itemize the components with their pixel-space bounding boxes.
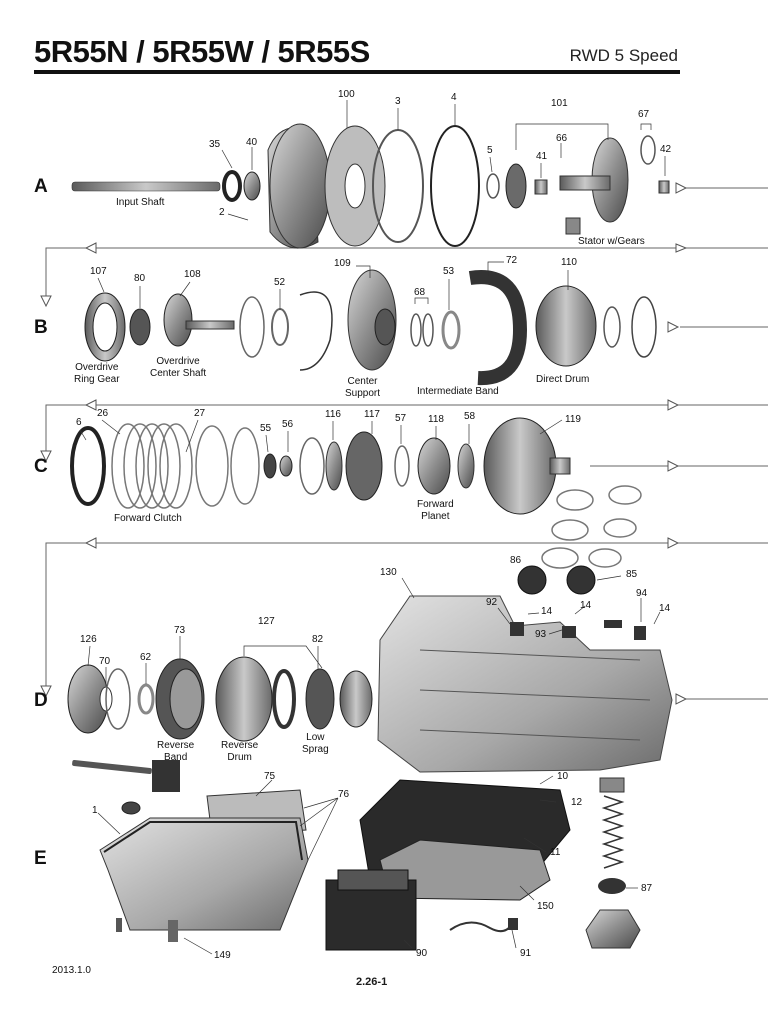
part-number: 12 (571, 797, 583, 808)
page-title: 5R55N / 5R55W / 5R55S (34, 34, 370, 69)
clutch-plates-stack (541, 485, 642, 569)
caption-intermediate-band: Intermediate Band (417, 386, 499, 397)
part-number: 14 (659, 603, 671, 614)
part-number: 2 (219, 207, 225, 218)
part-number: 66 (556, 133, 568, 144)
part-number: 6 (76, 417, 82, 428)
part-number: 14 (541, 606, 553, 617)
part-number: 87 (641, 883, 653, 894)
part-number: 126 (80, 634, 97, 645)
part-number: 27 (194, 408, 206, 419)
part-number: 109 (334, 258, 351, 269)
part-number: 116 (325, 409, 341, 420)
page-number: 2.26-1 (356, 976, 388, 988)
part-number: 149 (214, 950, 231, 961)
part-number: 86 (510, 555, 522, 566)
row-label-a: A (34, 176, 48, 197)
part-number: 101 (551, 98, 568, 109)
part-number: 68 (414, 287, 426, 298)
part-number: 117 (364, 409, 380, 420)
part-number: 82 (312, 634, 324, 645)
part-number: 26 (97, 408, 109, 419)
part-number: 92 (486, 597, 498, 608)
row-a-parts (71, 123, 670, 249)
part-number: 150 (537, 901, 554, 912)
caption-stator: Stator w/Gears (578, 236, 645, 247)
part-number: 73 (174, 625, 186, 636)
row-e-parts (99, 777, 641, 951)
part-number: 53 (443, 266, 455, 277)
row-label-e: E (34, 848, 47, 869)
part-number: 76 (338, 789, 350, 800)
row-label-b: B (34, 317, 48, 338)
part-number: 3 (395, 96, 401, 107)
part-number: 55 (260, 423, 272, 434)
part-number: 85 (626, 569, 638, 580)
part-number: 90 (416, 948, 428, 959)
part-number: 4 (451, 92, 457, 103)
page-subtitle: RWD 5 Speed (569, 46, 678, 65)
row-b-parts (84, 269, 657, 386)
part-number: 127 (258, 616, 275, 627)
title-rule (34, 70, 680, 74)
leader-lines (79, 100, 666, 955)
part-number: 107 (90, 266, 107, 277)
part-number: 94 (636, 588, 648, 599)
part-number: 41 (536, 151, 548, 162)
part-number: 52 (274, 277, 286, 288)
caption-input-shaft: Input Shaft (116, 197, 165, 208)
row-d-parts (67, 485, 673, 792)
part-number: 57 (395, 413, 407, 424)
footer-version: 2013.1.0 (52, 965, 91, 976)
part-number: 110 (561, 257, 577, 268)
part-number: 10 (557, 771, 569, 782)
part-number: 70 (99, 656, 111, 667)
row-label-d: D (34, 690, 48, 711)
part-number: 75 (264, 771, 276, 782)
caption-forward-clutch: Forward Clutch (114, 513, 182, 524)
flow-lines (45, 187, 768, 700)
part-number: 40 (246, 137, 258, 148)
caption-direct-drum: Direct Drum (536, 374, 590, 385)
part-number: 35 (209, 139, 221, 150)
part-number: 91 (520, 948, 532, 959)
row-label-c: C (34, 456, 48, 477)
part-number: 62 (140, 652, 152, 663)
part-number: 80 (134, 273, 146, 284)
flow-arrows (40, 182, 688, 705)
part-number: 5 (487, 145, 493, 156)
part-number: 72 (506, 255, 518, 266)
part-number: 56 (282, 419, 294, 430)
part-number: 1 (92, 805, 98, 816)
part-number: 119 (565, 414, 581, 425)
part-number: 118 (428, 414, 444, 425)
part-number: 93 (535, 629, 547, 640)
part-number: 67 (638, 109, 650, 120)
part-number: 58 (464, 411, 476, 422)
part-number: 108 (184, 269, 201, 280)
part-number: 14 (580, 600, 592, 611)
part-number: 130 (380, 567, 397, 578)
part-number: 42 (660, 144, 672, 155)
row-c-parts (70, 417, 571, 515)
part-number: 11 (550, 847, 561, 858)
part-number: 100 (338, 89, 355, 100)
